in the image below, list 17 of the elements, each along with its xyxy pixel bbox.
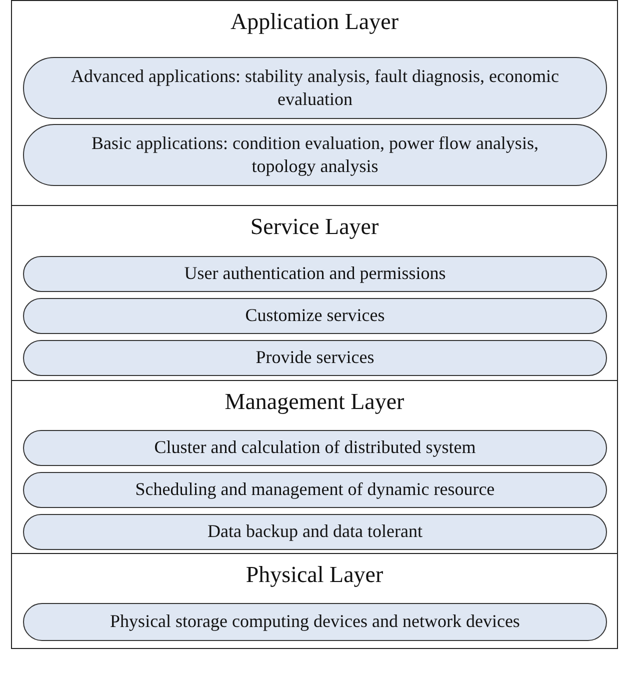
rounded-box: Provide services — [23, 340, 607, 376]
layer-panel — [11, 0, 618, 207]
rounded-box: Scheduling and management of dynamic resource — [23, 472, 607, 508]
layer-panel — [11, 205, 618, 382]
rounded-box: Advanced applications: stability analysis, fault diagnosis, economic evaluation — [23, 57, 607, 119]
rounded-box: Basic applications: condition evaluation, power flow analysis, topology analysis — [23, 124, 607, 186]
rounded-box: Customize services — [23, 298, 607, 334]
layer-panel — [11, 380, 618, 555]
rounded-box: Data backup and data tolerant — [23, 514, 607, 550]
layer-panel — [11, 553, 618, 649]
rounded-box: Cluster and calculation of distributed system — [23, 430, 607, 466]
layer-title: Management Layer — [224, 389, 406, 415]
layer-title: Physical Layer — [244, 562, 384, 588]
rounded-box: User authentication and permissions — [23, 256, 607, 292]
rounded-box: Physical storage computing devices and network devices — [23, 603, 607, 641]
layer-title: Service Layer — [249, 214, 380, 240]
layer-title: Application Layer — [230, 9, 400, 35]
